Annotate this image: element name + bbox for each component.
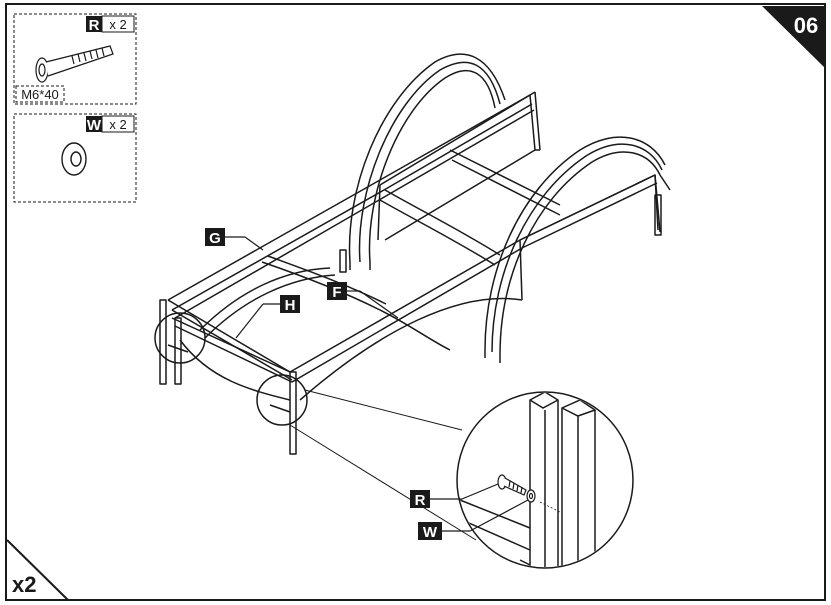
headboard-panel <box>377 91 541 241</box>
bed-frame-drawing <box>154 53 671 455</box>
part-label-f-text: F <box>332 284 341 301</box>
part-label-h-text: H <box>285 297 296 314</box>
detail-label-r-text: R <box>415 492 426 509</box>
hardware-r-size: M6*40 <box>21 87 59 102</box>
part-label-g: G <box>205 228 264 251</box>
part-label-h: H <box>235 295 300 339</box>
headboard-arch <box>348 53 506 270</box>
detail-label-w: W <box>418 499 529 541</box>
zoom-connector-lines <box>289 389 477 541</box>
step-number-badge: 06 <box>762 6 825 68</box>
cross-slat-h <box>199 267 336 339</box>
detail-washer-icon <box>526 489 536 503</box>
hardware-w-letter: W <box>87 117 102 134</box>
footboard-arch <box>484 136 671 363</box>
hardware-r-qty: x 2 <box>109 17 126 32</box>
quantity-multiplier-badge: x2 <box>6 539 69 601</box>
side-rail-g <box>167 94 535 319</box>
washer-icon <box>61 142 87 176</box>
step-number: 06 <box>794 13 818 38</box>
zoom-detail <box>456 391 634 569</box>
footboard-panel <box>519 174 661 301</box>
bolt-icon <box>35 45 114 83</box>
cross-slat-f <box>261 255 451 351</box>
frame-legs <box>159 194 662 455</box>
hardware-box-r: R x 2 M6*40 <box>13 13 137 105</box>
hardware-w-qty: x 2 <box>109 117 126 132</box>
detail-circle-left <box>154 312 206 364</box>
part-label-g-text: G <box>209 230 221 247</box>
detail-bolt-icon <box>497 474 527 496</box>
detail-circle-right <box>256 374 308 426</box>
detail-label-w-text: W <box>423 524 438 541</box>
page-border <box>5 3 826 601</box>
quantity-multiplier: x2 <box>12 572 36 597</box>
cross-slat-center <box>379 149 561 266</box>
part-label-f: F <box>327 282 399 319</box>
end-rail-foot <box>167 299 293 381</box>
detail-label-r: R <box>410 483 499 509</box>
hardware-r-letter: R <box>89 17 100 34</box>
hardware-box-w: W x 2 <box>13 113 137 203</box>
side-rail-front <box>171 174 658 401</box>
